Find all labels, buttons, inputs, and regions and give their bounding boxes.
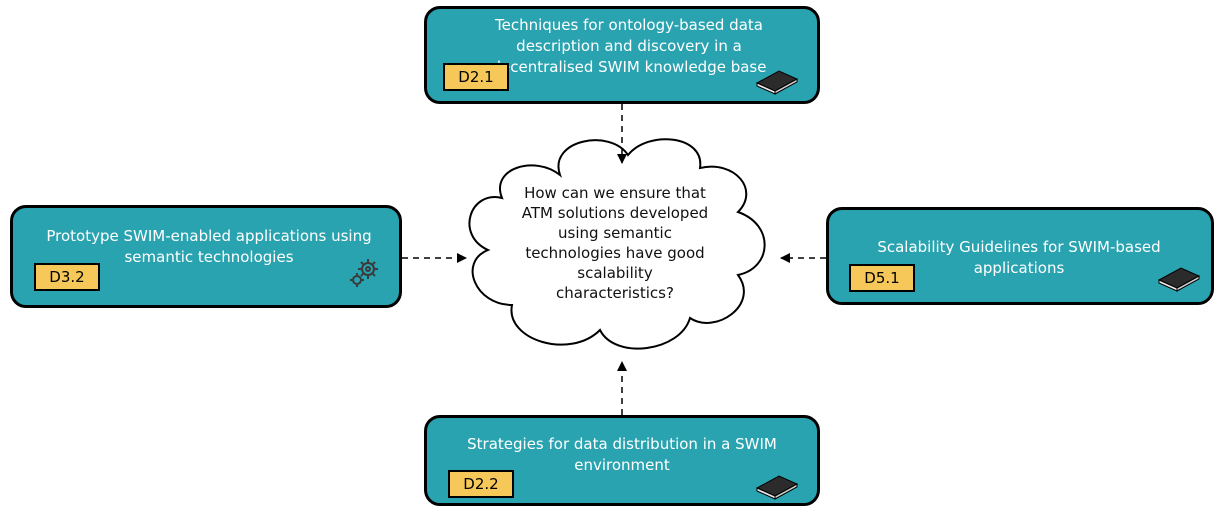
- book-icon: [1157, 267, 1201, 292]
- question-text: How can we ensure that ATM solutions dev…: [521, 184, 709, 302]
- deliverable-id-badge: D3.2: [34, 263, 100, 291]
- deliverable-box-d2-2[interactable]: Strategies for data distribution in a SW…: [424, 415, 820, 506]
- book-icon: [755, 475, 799, 500]
- deliverable-box-d3-2[interactable]: Prototype SWIM-enabled applications usin…: [10, 205, 402, 308]
- deliverable-title: Strategies for data distribution in a SW…: [467, 435, 777, 474]
- deliverable-id-badge: D2.1: [443, 63, 509, 91]
- gears-icon: [350, 259, 378, 287]
- deliverable-id-badge: D2.2: [448, 470, 514, 498]
- deliverable-id-badge: D5.1: [849, 264, 915, 292]
- deliverable-box-d2-1[interactable]: Techniques for ontology-based data descr…: [424, 6, 820, 104]
- deliverable-box-d5-1[interactable]: Scalability Guidelines for SWIM-based ap…: [826, 207, 1214, 305]
- deliverable-title: Prototype SWIM-enabled applications usin…: [46, 227, 372, 266]
- question-cloud: [468, 138, 766, 350]
- deliverable-title: Scalability Guidelines for SWIM-based ap…: [877, 238, 1161, 277]
- book-icon: [755, 70, 799, 95]
- deliverable-title: Techniques for ontology-based data descr…: [491, 16, 767, 76]
